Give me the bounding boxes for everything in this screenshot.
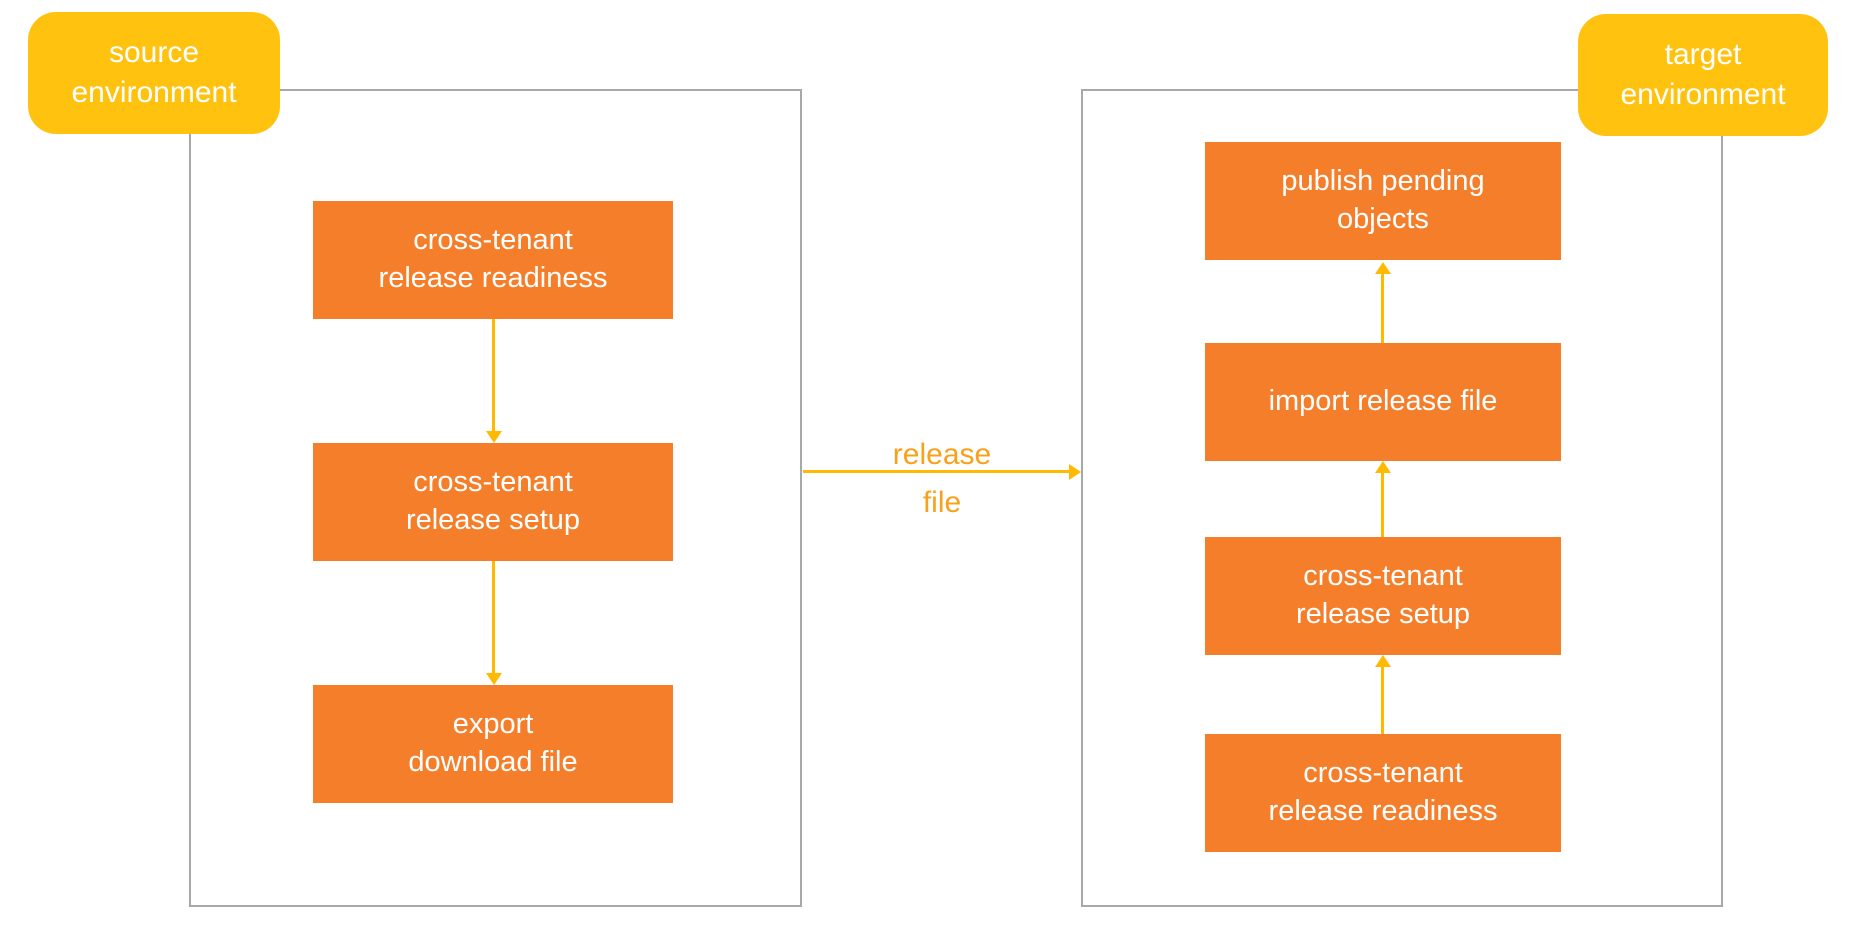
- target-environment-label: target environment: [1578, 14, 1828, 136]
- source-environment-label: source environment: [28, 12, 280, 134]
- release-file-label: release file: [892, 438, 992, 519]
- arrow-up-setup-to-import: [1381, 472, 1384, 537]
- arrow-up-import-to-publish: [1381, 273, 1384, 343]
- arrow-right-release-file-transfer: [803, 470, 1070, 473]
- source-step-export-download-file: export download file: [313, 685, 673, 803]
- target-step-publish-pending-objects: publish pending objects: [1205, 142, 1561, 260]
- arrow-down-setup-to-export: [492, 561, 495, 674]
- target-step-cross-tenant-release-setup: cross-tenant release setup: [1205, 537, 1561, 655]
- source-step-cross-tenant-release-setup: cross-tenant release setup: [313, 443, 673, 561]
- target-step-import-release-file: import release file: [1205, 343, 1561, 461]
- target-step-cross-tenant-release-readiness: cross-tenant release readiness: [1205, 734, 1561, 852]
- source-step-cross-tenant-release-readiness: cross-tenant release readiness: [313, 201, 673, 319]
- arrow-down-readiness-to-setup: [492, 319, 495, 432]
- arrow-up-readiness-to-setup: [1381, 666, 1384, 734]
